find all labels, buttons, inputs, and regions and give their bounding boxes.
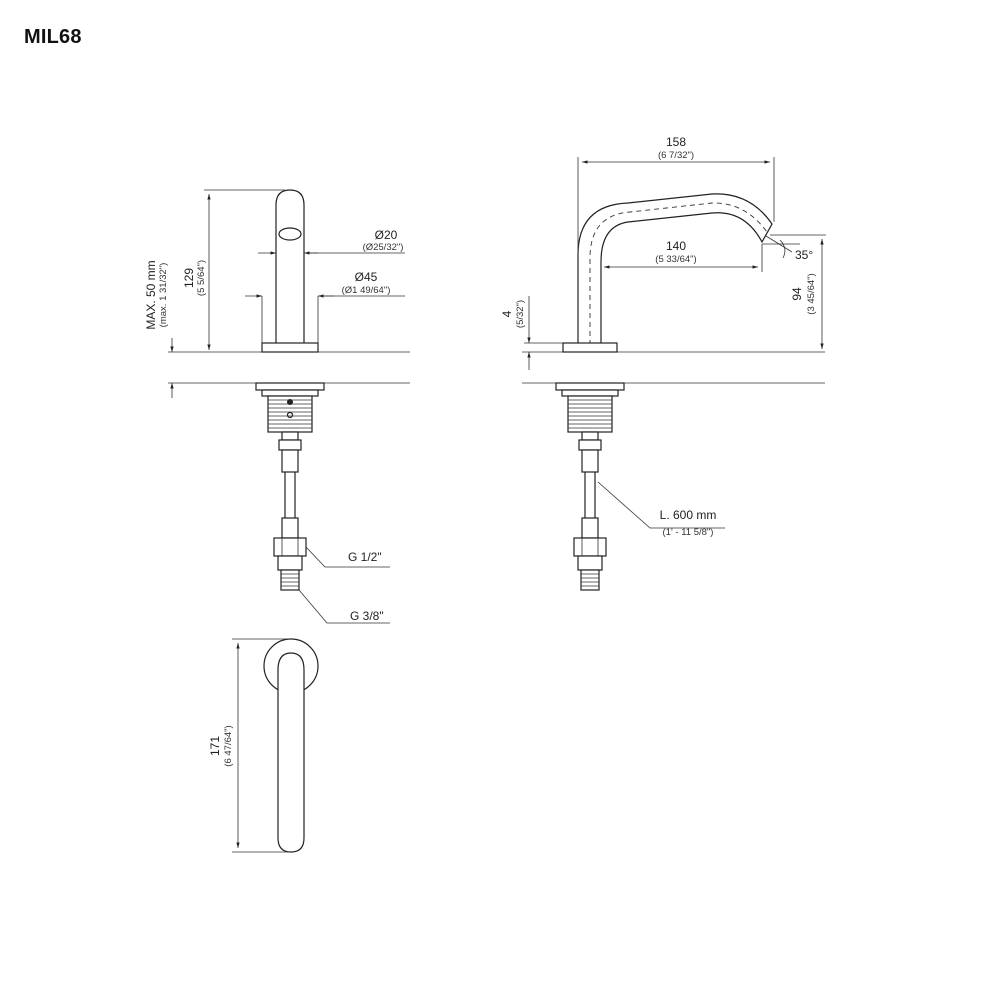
- top-length-inch-label: (6 47/64"): [223, 725, 234, 766]
- hose-length-label: L. 600 mm: [660, 508, 717, 522]
- top-length-label: 171: [208, 736, 222, 756]
- pipe-dia-inch-label: (Ø25/32"): [363, 242, 404, 253]
- top-view: [232, 638, 319, 853]
- hose-length-inch-label: (1' - 11 5/8"): [663, 527, 714, 538]
- drawing-title: MIL68: [24, 26, 82, 48]
- height-inch-label: (5 5/64"): [196, 260, 207, 296]
- base-height-inch-label: (5/32"): [515, 300, 526, 328]
- side-view: [522, 157, 826, 591]
- outlet-height-inch-label: (3 45/64"): [806, 273, 817, 314]
- fitting-g12-label: G 1/2": [348, 550, 382, 564]
- max-thickness-label: MAX. 50 mm: [144, 260, 158, 329]
- reach-inner-inch-label: (5 33/64"): [655, 254, 696, 265]
- front-view: [168, 189, 410, 624]
- height-label: 129: [182, 268, 196, 288]
- base-height-label: 4: [500, 310, 514, 317]
- base-dia-label: Ø45: [355, 270, 378, 284]
- base-dia-inch-label: (Ø1 49/64"): [342, 285, 391, 296]
- reach-inner-label: 140: [666, 239, 686, 253]
- fitting-g38-label: G 3/8": [350, 609, 384, 623]
- pipe-dia-label: Ø20: [375, 228, 398, 242]
- angle-label: 35°: [795, 248, 813, 262]
- reach-total-inch-label: (6 7/32"): [658, 150, 694, 161]
- reach-total-label: 158: [666, 135, 686, 149]
- outlet-height-label: 94: [790, 287, 804, 301]
- max-thickness-inch-label: (max. 1 31/32"): [158, 263, 169, 328]
